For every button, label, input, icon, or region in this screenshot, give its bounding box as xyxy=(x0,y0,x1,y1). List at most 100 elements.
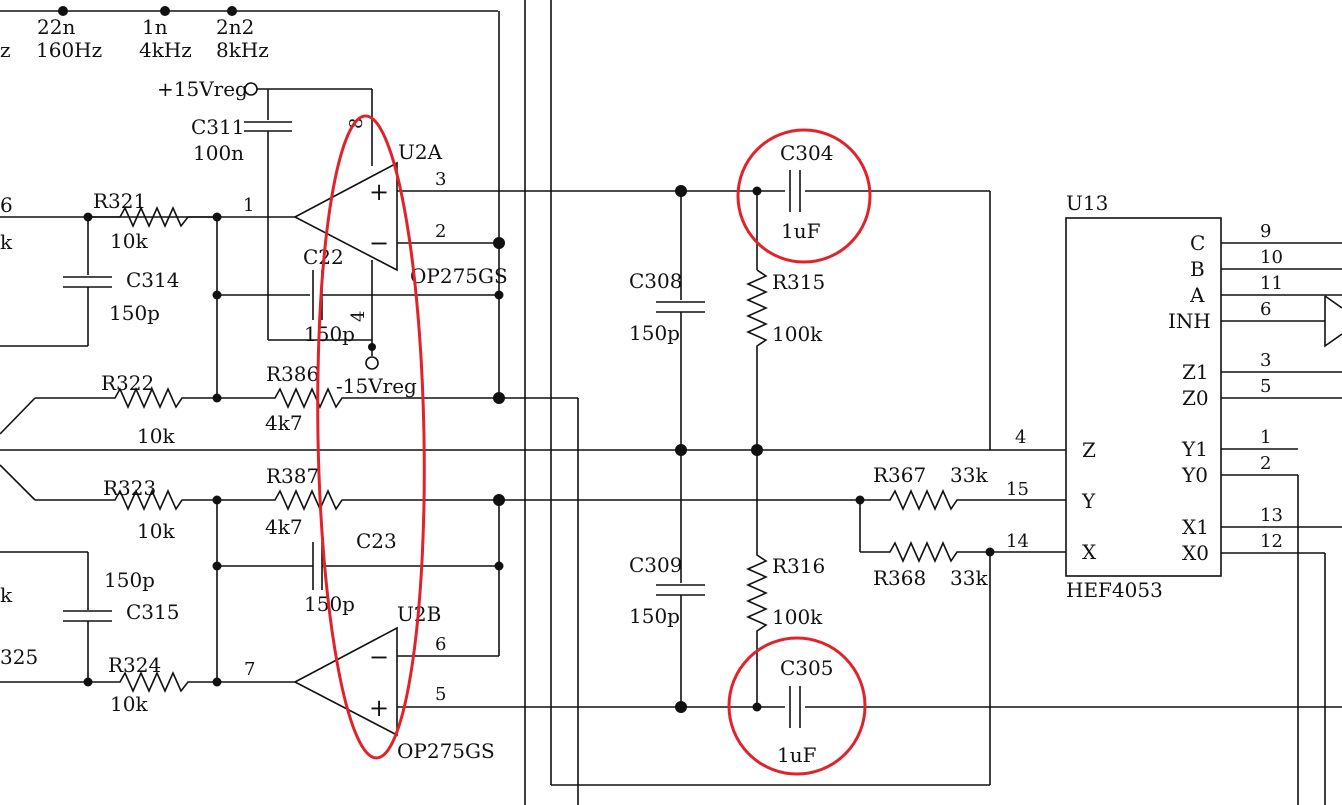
capacitor-c314: C314 150p xyxy=(0,217,179,347)
resistor-r322: R322 10k xyxy=(35,371,222,448)
mux-pin-z1-name: Z1 xyxy=(1182,360,1209,384)
mux-part: HEF4053 xyxy=(1066,578,1163,602)
u2b-part: OP275GS xyxy=(397,739,495,763)
u2b-minus-sign: − xyxy=(369,643,389,671)
power-rail-negative: -15Vreg 4 8 xyxy=(336,118,417,398)
r323-ref: R323 xyxy=(103,476,156,500)
label-2n2: 2n2 xyxy=(216,15,254,39)
mux-pin-c-num: 9 xyxy=(1260,221,1271,242)
r321-ref: R321 xyxy=(93,189,146,213)
label-8khz: 8kHz xyxy=(216,38,269,62)
mux-pin-z-name: Z xyxy=(1082,438,1096,462)
u2b-plus-sign: + xyxy=(369,694,389,722)
mux-pin-inh-name: INH xyxy=(1168,309,1211,333)
label-pos-rail: +15Vreg xyxy=(157,77,248,101)
resistor-r324: R324 10k xyxy=(0,653,295,716)
left-edge-labels: 6 k k 325 xyxy=(0,193,38,669)
resistor-r367: R367 33k xyxy=(860,463,1066,511)
r368-value: 33k xyxy=(950,566,988,590)
r316-value: 100k xyxy=(772,605,823,629)
r322-ref: R322 xyxy=(101,371,154,395)
mux-pin-z0-num: 5 xyxy=(1260,376,1271,397)
r322-value: 10k xyxy=(137,424,175,448)
mux-ref: U13 xyxy=(1066,191,1108,215)
r324-ref: R324 xyxy=(108,653,161,677)
u2b-pin-minus: 6 xyxy=(435,634,446,655)
mux-pin-y-name: Y xyxy=(1081,489,1096,513)
label-neg-rail: -15Vreg xyxy=(336,374,417,398)
u2a-pin-minus: 2 xyxy=(435,221,446,242)
r386-value: 4k7 xyxy=(265,411,303,435)
c305-ref: C305 xyxy=(780,656,833,680)
mux-pin-b-num: 10 xyxy=(1260,247,1283,268)
u2b-pin-out: 7 xyxy=(244,659,255,680)
label-4khz: 4kHz xyxy=(139,38,192,62)
mux-pin-z1-num: 3 xyxy=(1260,350,1271,371)
c309-value: 150p xyxy=(629,604,680,628)
mux-u13: U13 HEF4053 Z 4 Y 15 X 14 C 9 B 10 A 11 … xyxy=(1006,191,1342,805)
resistor-r386: R386 4k7 xyxy=(217,362,505,435)
c308-value: 150p xyxy=(629,321,680,345)
r367-value: 33k xyxy=(950,463,988,487)
mux-pin-b-name: B xyxy=(1190,257,1205,281)
mux-pin-x1-name: X1 xyxy=(1182,515,1209,539)
u2a-plus-sign: + xyxy=(369,178,389,206)
annotation-ellipse-opamps xyxy=(316,114,426,760)
c309-ref: C309 xyxy=(629,553,682,577)
mux-pin-x-name: X xyxy=(1082,540,1097,564)
resistor-r387: R387 4k7 xyxy=(217,464,505,539)
c308-ref: C308 xyxy=(629,269,682,293)
r368-ref: R368 xyxy=(873,566,926,590)
r386-ref: R386 xyxy=(266,362,319,386)
opamp-u2b: − + U2B OP275GS 7 6 5 xyxy=(244,500,1342,763)
r321-value: 10k xyxy=(110,229,148,253)
r324-value: 10k xyxy=(110,692,148,716)
c311-value: 100n xyxy=(193,141,244,165)
c311-ref: C311 xyxy=(191,115,244,139)
capacitor-c309: C309 150p xyxy=(629,553,705,707)
label-cut-z: z xyxy=(0,38,11,62)
c314-value: 150p xyxy=(109,301,160,325)
r316-ref: R316 xyxy=(772,554,825,578)
u2a-pin-plus: 3 xyxy=(435,169,446,190)
mux-pin-inh-num: 6 xyxy=(1260,299,1271,320)
mux-pin-x0-name: X0 xyxy=(1182,541,1209,565)
r323-value: 10k xyxy=(137,519,175,543)
annotation-circle-c304 xyxy=(736,128,872,264)
u2a-pin-vpos: 8 xyxy=(346,118,367,129)
c314-ref: C314 xyxy=(126,268,179,292)
u2a-part: OP275GS xyxy=(410,264,508,288)
c23-ref: C23 xyxy=(356,529,397,553)
opamp-u2a: + − U2A OP275GS 1 3 2 xyxy=(0,140,990,288)
mux-pin-y0-name: Y0 xyxy=(1181,463,1208,487)
capacitor-c315: C315 150p xyxy=(0,551,179,687)
label-160hz: 160Hz xyxy=(36,38,102,62)
u2a-minus-sign: − xyxy=(369,229,389,257)
label-cut-k1: k xyxy=(0,230,13,254)
resistor-r368: R368 33k xyxy=(860,541,1066,590)
capacitor-c305: C305 1uF xyxy=(777,656,833,767)
capacitor-c308: C308 150p xyxy=(629,269,705,583)
r387-value: 4k7 xyxy=(265,515,303,539)
mux-pin-x-num: 14 xyxy=(1006,531,1029,552)
c315-value: 150p xyxy=(104,568,155,592)
u2a-pin-vneg: 4 xyxy=(348,311,369,322)
label-1n: 1n xyxy=(142,15,168,39)
c315-ref: C315 xyxy=(126,600,179,624)
mux-pin-c-name: C xyxy=(1190,231,1205,255)
resistor-r316: R316 100k xyxy=(746,450,825,707)
label-22n: 22n xyxy=(37,15,75,39)
mux-pin-z-num: 4 xyxy=(1015,427,1026,448)
c304-value: 1uF xyxy=(781,219,821,243)
resistor-r315: R315 100k xyxy=(746,269,825,450)
top-filter-labels: 22n 160Hz 1n 4kHz 2n2 8kHz z xyxy=(0,6,498,62)
c22-value: 150p xyxy=(304,322,355,346)
capacitor-c304: C304 1uF xyxy=(780,141,833,243)
power-rail-positive: +15Vreg C311 100n xyxy=(157,77,373,341)
label-cut-325: 325 xyxy=(0,645,38,669)
resistor-r323: R323 10k xyxy=(35,476,222,543)
c304-ref: C304 xyxy=(780,141,833,165)
u2a-name: U2A xyxy=(398,140,443,164)
label-cut-6: 6 xyxy=(0,193,13,217)
